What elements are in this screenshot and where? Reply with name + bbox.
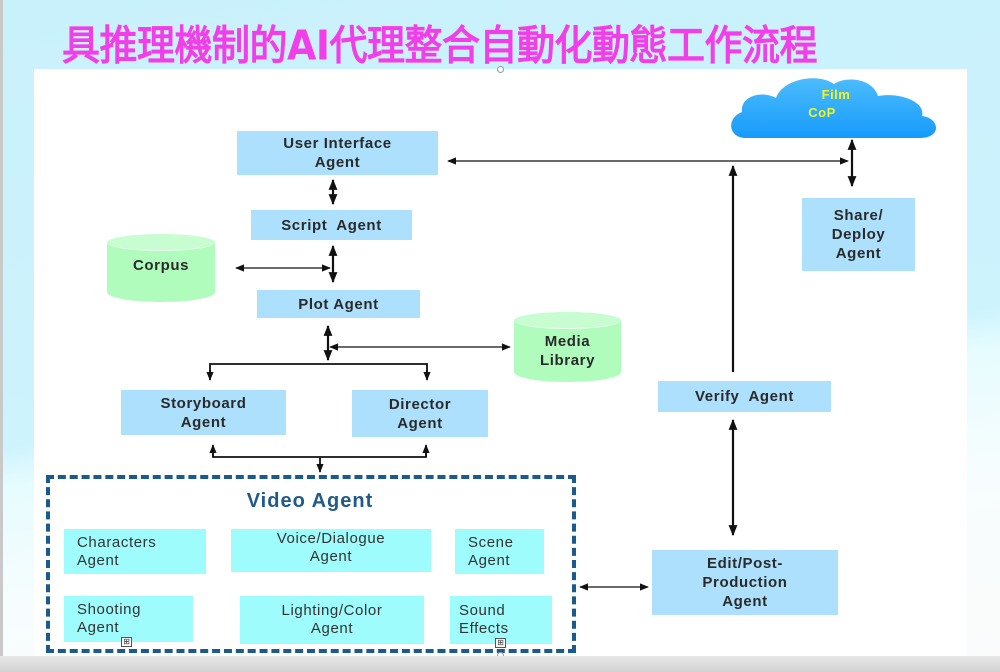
director-agent-line2: Agent: [397, 414, 443, 432]
scene-agent-line2: Agent: [468, 551, 511, 569]
edit-post-agent-line1: Edit/Post-: [706, 555, 783, 572]
video-agent-title: Video Agent: [246, 490, 374, 512]
lighting-color-agent-line1: Lighting/Color: [281, 602, 383, 619]
share-deploy-agent-line2: Deploy: [831, 226, 886, 243]
verify-agent[interactable]: Verify Agent: [658, 381, 831, 412]
cloud-label-line2: CoP: [808, 105, 836, 120]
window-left-edge: [0, 0, 3, 672]
plot-agent[interactable]: Plot Agent: [257, 290, 420, 318]
database-body: [107, 242, 215, 302]
sound-effects-agent-line2: Effects: [459, 620, 509, 637]
script-agent-label: Script Agent: [281, 216, 382, 234]
corpus-database[interactable]: Corpus: [107, 234, 215, 302]
cloud-label-line1: Film: [822, 87, 851, 102]
characters-agent-line2: Agent: [77, 551, 120, 569]
user-interface-agent-line1: User Interface: [283, 135, 392, 152]
share-deploy-agent-line3: Agent: [835, 245, 882, 262]
characters-agent-line1: Characters: [77, 533, 157, 551]
verify-agent-label: Verify Agent: [695, 388, 794, 405]
sound-effects-agent-line1: Sound: [459, 602, 506, 619]
video-agent-group[interactable]: [46, 475, 576, 653]
expand-sound-effects-icon[interactable]: ⊞: [495, 638, 506, 648]
database-cap: [514, 312, 621, 329]
edit-post-agent-line2: Production: [702, 574, 788, 591]
database-cap: [107, 234, 215, 251]
storyboard-agent-line1: Storyboard: [160, 394, 247, 412]
script-agent[interactable]: Script Agent: [251, 210, 412, 240]
storyboard-agent-line2: Agent: [180, 413, 227, 431]
shooting-agent-line2: Agent: [77, 619, 120, 636]
lighting-color-agent-line2: Agent: [310, 620, 354, 637]
media-library-line2: Library: [539, 352, 596, 369]
scene-agent-line1: Scene: [468, 533, 514, 551]
cloud-film-cop: Film CoP: [731, 78, 936, 138]
cloud-shape: [731, 78, 936, 138]
branch-plot-storyboard-director: [209, 363, 428, 378]
page-title: 具推理機制的AI代理整合自動化動態工作流程: [62, 21, 818, 70]
user-interface-agent-line2: Agent: [314, 154, 361, 171]
corpus-label: Corpus: [132, 257, 190, 274]
database-body: [514, 320, 621, 382]
voice-dialogue-agent-line2: Agent: [309, 547, 353, 565]
edit-post-agent-line3: Agent: [722, 593, 768, 610]
share-deploy-agent-line1: Share/: [833, 207, 884, 224]
window-bottom-bar: [0, 656, 1000, 672]
expand-shooting-icon[interactable]: ⊞: [121, 637, 132, 647]
director-agent-line1: Director: [388, 395, 452, 413]
media-library-line1: Media: [544, 333, 591, 350]
shooting-agent-line1: Shooting: [77, 601, 142, 618]
merge-storyboard-director: [212, 452, 427, 458]
voice-dialogue-agent-line1: Voice/Dialogue: [276, 529, 386, 547]
resize-handle-top[interactable]: [497, 66, 504, 73]
plot-agent-label: Plot Agent: [298, 295, 379, 313]
